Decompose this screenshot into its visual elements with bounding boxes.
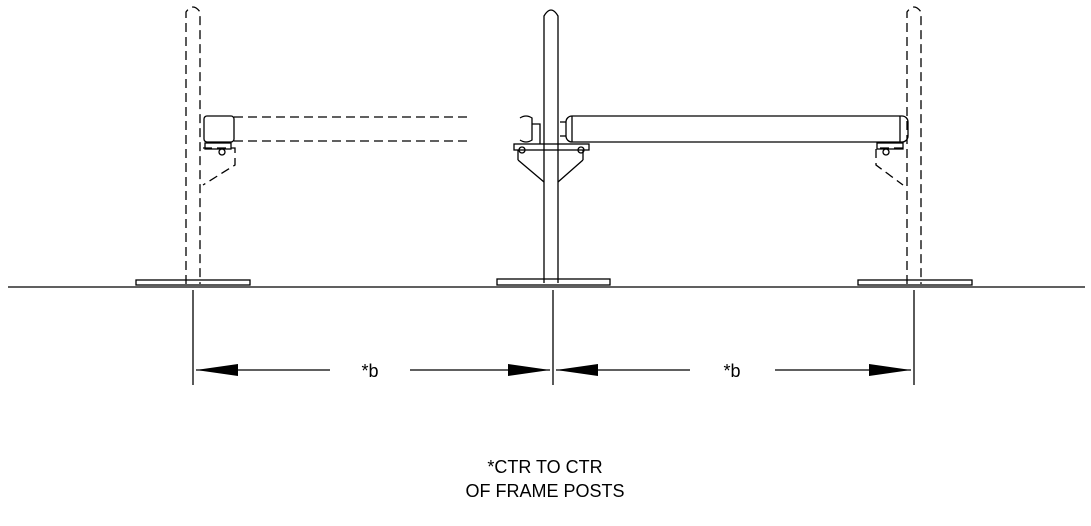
right-frame-post [857, 6, 973, 286]
dimension-left: *b [196, 361, 550, 381]
dimension-right: *b [556, 361, 911, 381]
dimension-note: *CTR TO CTR OF FRAME POSTS [345, 455, 745, 503]
dimension-extension-lines [192, 290, 915, 385]
arrowhead-right [869, 364, 911, 376]
solid-rail [560, 115, 909, 143]
note-line-1: *CTR TO CTR [487, 457, 603, 477]
note-line-2: OF FRAME POSTS [465, 481, 625, 501]
left-dashed-rail [234, 116, 470, 142]
dimension-label-left: *b [361, 361, 378, 381]
center-frame-post [496, 9, 611, 286]
arrowhead-right [508, 364, 550, 376]
arrowhead-left [196, 364, 238, 376]
arrowhead-left [556, 364, 598, 376]
dimension-label-right: *b [723, 361, 740, 381]
left-frame-post [135, 6, 251, 286]
